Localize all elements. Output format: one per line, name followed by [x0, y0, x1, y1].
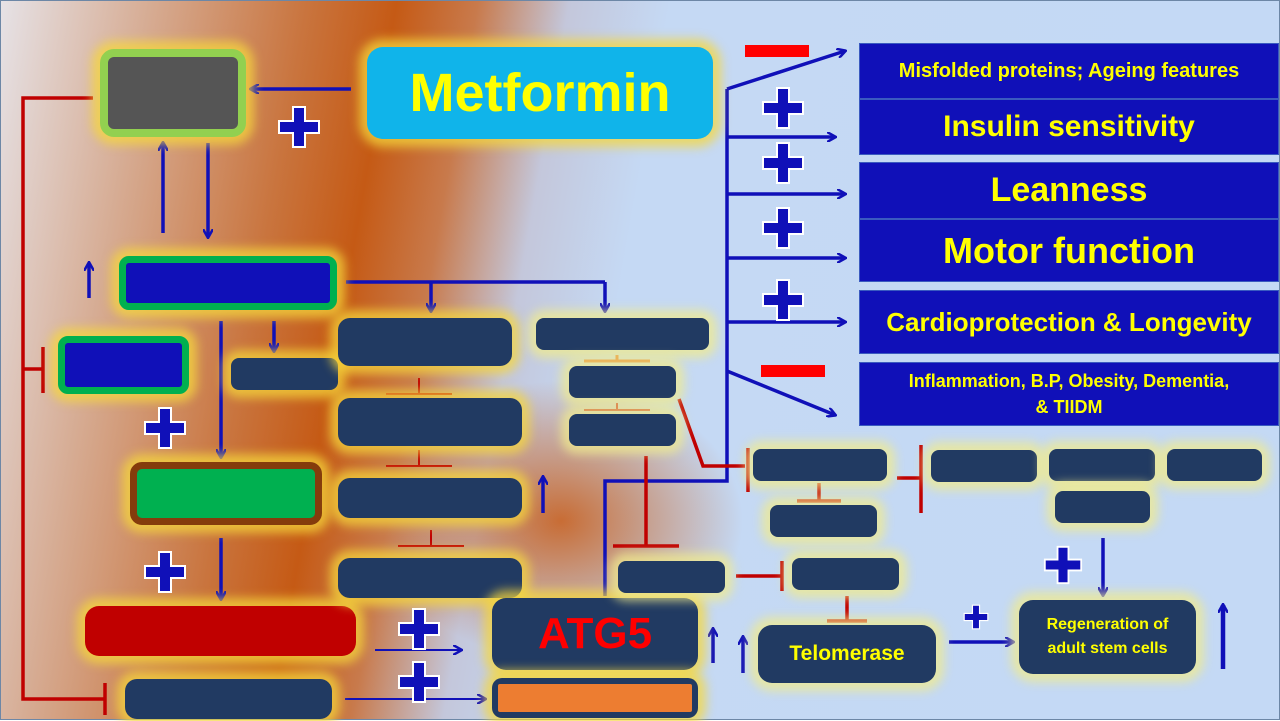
- plus-sign-icon: [144, 551, 186, 593]
- effect-misfolded-proteins: Misfolded proteins; Ageing features: [859, 43, 1279, 99]
- plus-sign-icon: [963, 604, 989, 630]
- plus-sign-icon: [398, 661, 440, 703]
- node-row-4: [1055, 491, 1150, 523]
- plus-sign-icon: [762, 142, 804, 184]
- effect-label: Motor function: [943, 229, 1195, 271]
- effect-label: Cardioprotection & Longevity: [886, 306, 1252, 337]
- orange-fill: [498, 684, 692, 712]
- arrow-effect-6: [726, 369, 835, 415]
- plus-sign-icon: [762, 87, 804, 129]
- node-orange: [492, 678, 698, 718]
- node-lower-3: [753, 449, 887, 481]
- minus-sign-icon: [745, 45, 809, 57]
- inhibit-diag-to-node: [677, 398, 745, 468]
- node-row-2: [1049, 449, 1155, 481]
- metformin-node: Metformin: [367, 47, 713, 139]
- node-blue-green-main: [119, 256, 337, 310]
- node-right-3: [569, 414, 676, 446]
- effect-label: Misfolded proteins; Ageing features: [898, 59, 1240, 82]
- plus-sign-icon: [144, 407, 186, 449]
- plus-sign-icon: [762, 207, 804, 249]
- effect-inflammation: Inflammation, B.P, Obesity, Dementia, & …: [859, 362, 1279, 426]
- regeneration-node: Regeneration of adult stem cells: [1019, 600, 1196, 674]
- node-lower-4: [770, 505, 877, 537]
- effect-motor-function: Motor function: [859, 219, 1279, 282]
- node-grey-top: [100, 49, 246, 137]
- plus-sign-icon: [1043, 545, 1083, 585]
- node-row-3: [1167, 449, 1262, 481]
- node-red: [85, 606, 356, 656]
- effect-label: Insulin sensitivity: [943, 110, 1195, 143]
- telomerase-label: Telomerase: [789, 642, 905, 665]
- node-right-1: [536, 318, 709, 350]
- effect-insulin-sensitivity: Insulin sensitivity: [859, 99, 1279, 155]
- node-row-1: [931, 450, 1037, 482]
- node-blue-green-small: [58, 336, 189, 394]
- effect-label: Leanness: [990, 171, 1148, 209]
- node-green-brown: [130, 462, 322, 525]
- plus-sign-icon: [762, 279, 804, 321]
- atg5-label: ATG5: [537, 609, 653, 658]
- atg5-node: ATG5: [492, 598, 698, 670]
- node-mid-4: [338, 558, 522, 598]
- node-lower-2: [792, 558, 899, 590]
- minus-sign-icon: [761, 365, 825, 377]
- node-right-2: [569, 366, 676, 398]
- effect-cardioprotection: Cardioprotection & Longevity: [859, 290, 1279, 354]
- node-mid-3: [338, 478, 522, 518]
- metformin-label: Metformin: [409, 63, 671, 123]
- plus-sign-icon: [398, 608, 440, 650]
- node-bottom-left: [125, 679, 332, 719]
- node-mid-2: [338, 398, 522, 446]
- regeneration-label: Regeneration of adult stem cells: [1046, 616, 1169, 657]
- node-lower-1: [618, 561, 725, 593]
- telomerase-node: Telomerase: [758, 625, 936, 683]
- effect-label: Inflammation, B.P, Obesity, Dementia, & …: [908, 371, 1230, 417]
- node-mid-1: [338, 318, 512, 366]
- effect-leanness: Leanness: [859, 162, 1279, 219]
- plus-sign-icon: [278, 106, 320, 148]
- node-small-mid: [231, 358, 338, 390]
